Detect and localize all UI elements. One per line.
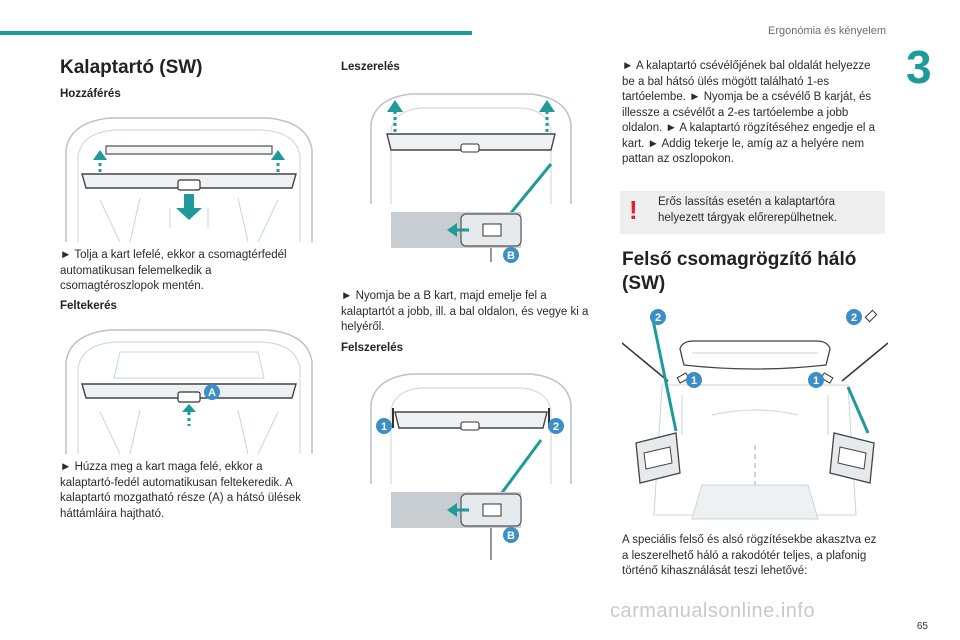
paragraph-net: A speciális felső és alsó rögzítésekbe a…: [622, 534, 877, 577]
subheading-removal: Leszerelés: [341, 61, 400, 73]
figure-access: [60, 110, 318, 242]
running-header: Ergonómia és kényelem: [767, 25, 886, 37]
figure-removal: B: [341, 84, 599, 284]
section-title-net: Felső csomagrögzítő háló (SW): [622, 249, 857, 294]
warning-box: ! Erős lassítás esetén a kalaptartóra he…: [620, 191, 885, 234]
paragraph-install-steps: ► A kalaptartó csévélőjének bal oldalát …: [622, 60, 876, 165]
paragraph-access: ► Tolja a kart lefelé, ekkor a csomagtér…: [60, 249, 287, 292]
subheading-installation: Felszerelés: [341, 342, 404, 354]
figure-roll-up: A: [60, 322, 318, 454]
warning-text: Erős lassítás esetén a kalaptartóra hely…: [658, 196, 837, 224]
subheading-access: Hozzáférés: [60, 88, 121, 100]
label-1-badge: 1: [381, 421, 387, 433]
section-title-kalaptarto: Kalaptartó (SW): [60, 57, 203, 78]
page-number: 65: [916, 621, 928, 632]
warning-icon: !: [629, 195, 638, 225]
label-2-badge: 2: [553, 421, 559, 433]
subheading-roll-up: Feltekerés: [60, 300, 117, 312]
label-a-badge: A: [208, 387, 216, 399]
figure-net: 2 2 1 1: [622, 305, 888, 527]
label-b-badge: B: [507, 250, 515, 262]
header-accent-bar: [0, 31, 472, 35]
label-2-badge-right: 2: [851, 312, 857, 324]
figure-installation: 1 2 B: [341, 364, 599, 564]
label-1-badge-left: 1: [691, 375, 697, 387]
label-1-badge-right: 1: [813, 375, 819, 387]
label-b-badge-2: B: [507, 530, 515, 542]
paragraph-removal: ► Nyomja be a B kart, majd emelje fel a …: [341, 290, 589, 333]
watermark: carmanualsonline.info: [610, 600, 816, 622]
label-2-badge-left: 2: [655, 312, 661, 324]
paragraph-roll-up: ► Húzza meg a kart maga felé, ekkor a ka…: [60, 461, 301, 520]
chapter-number: 3: [906, 41, 932, 93]
